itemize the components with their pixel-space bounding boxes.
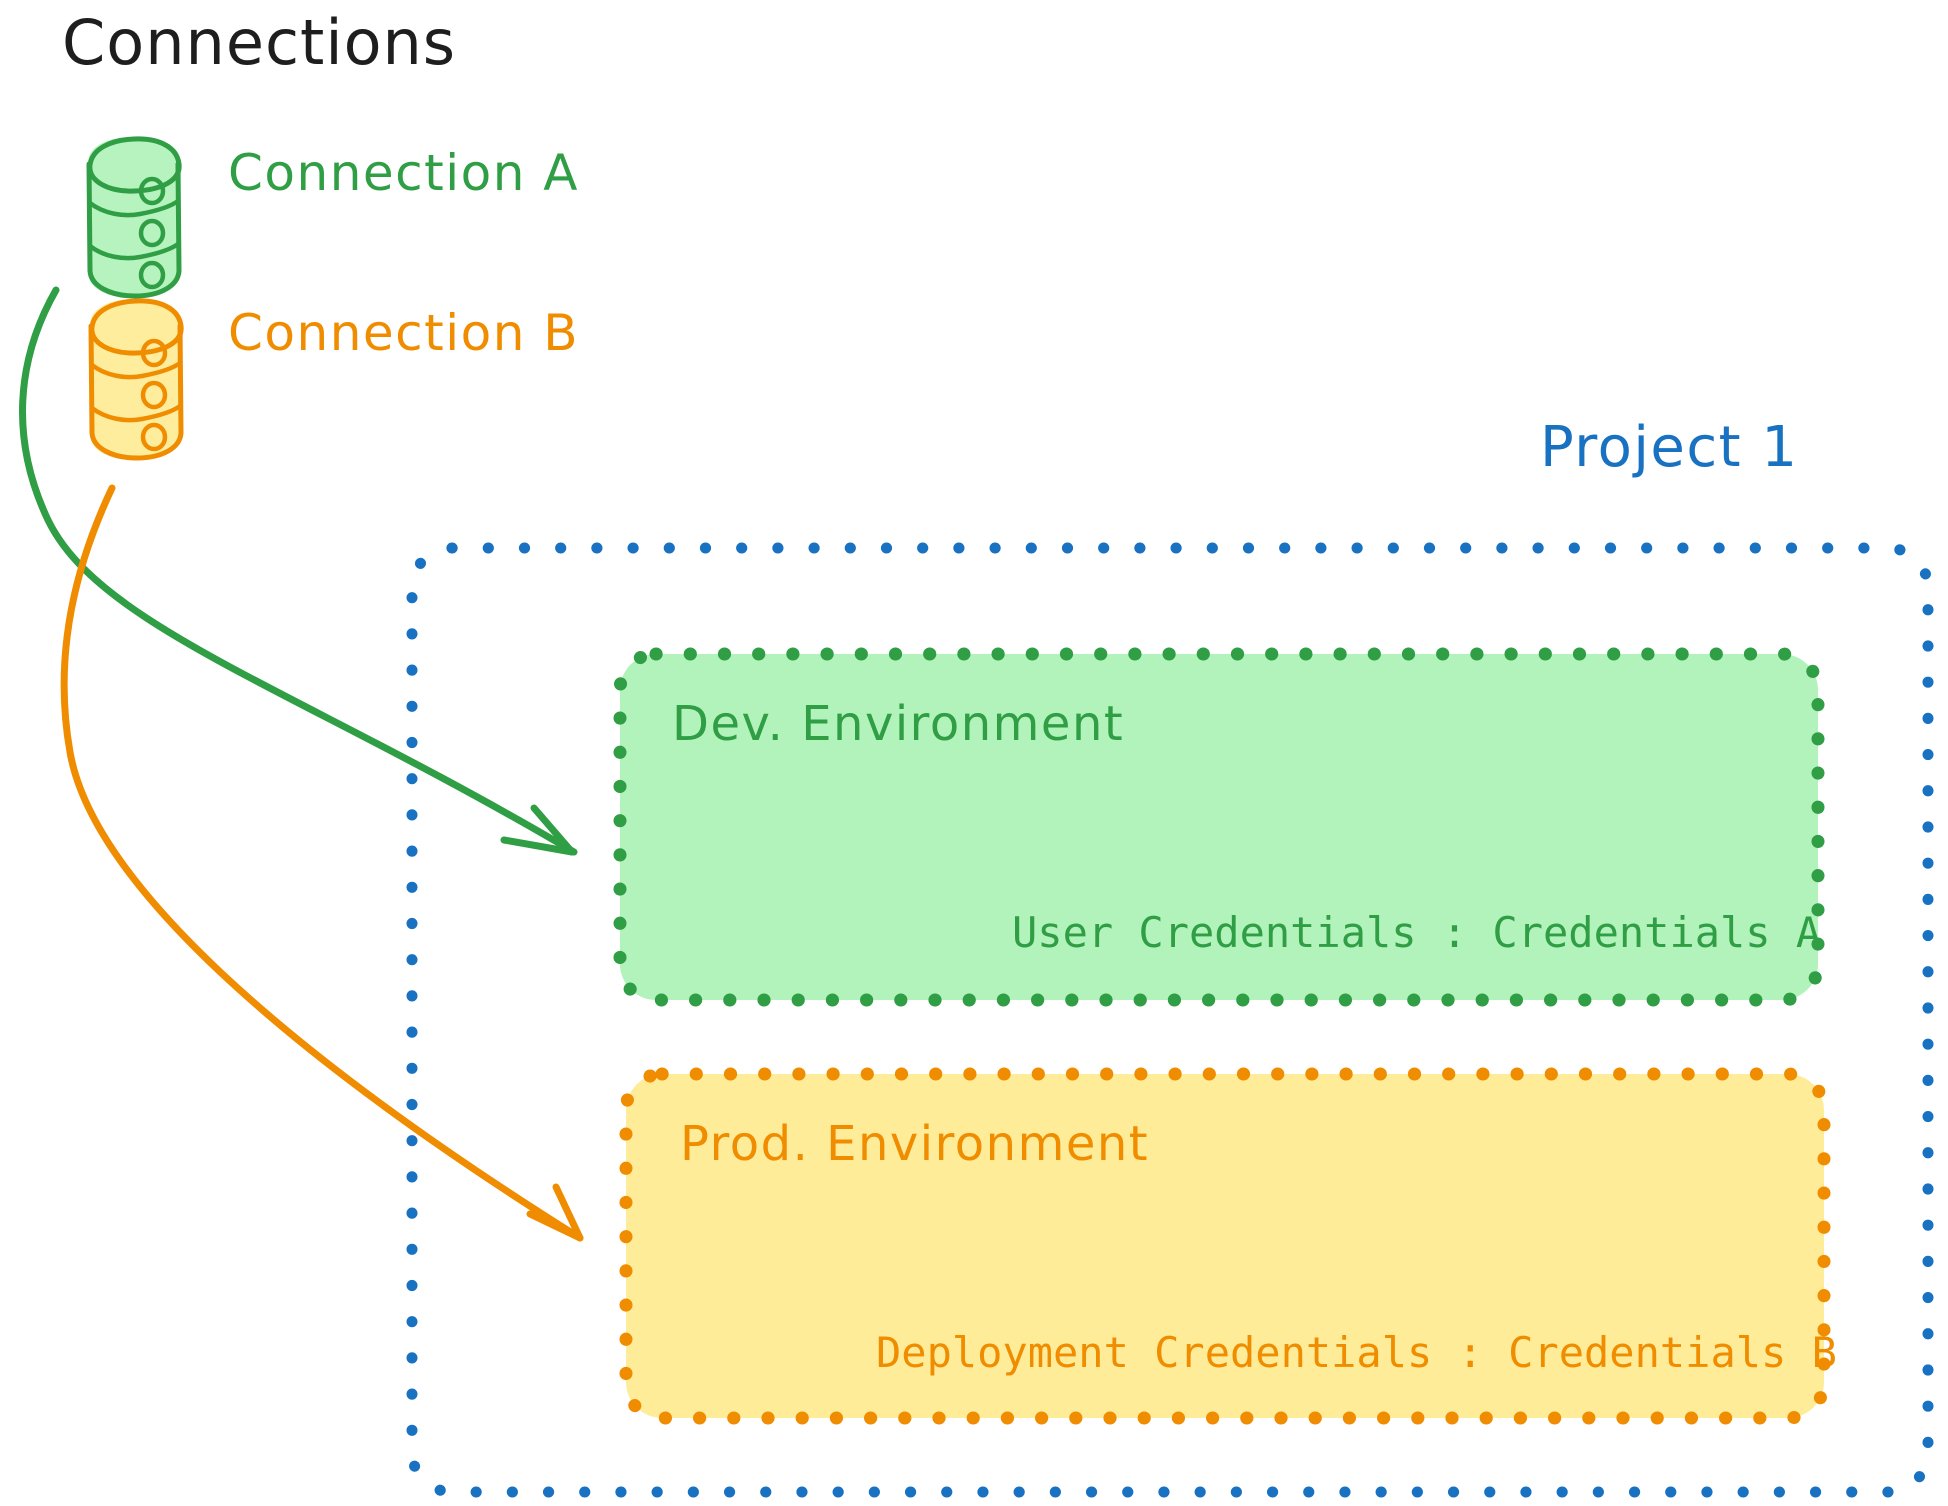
arrow-a-path bbox=[19, 286, 578, 856]
database-divider-2 bbox=[89, 403, 183, 423]
database-top-ellipse bbox=[87, 136, 182, 194]
page-title: Connections bbox=[62, 6, 457, 79]
database-indicator-1 bbox=[138, 176, 166, 206]
dev-environment-credentials: User Credentials : Credentials A bbox=[1012, 908, 1822, 957]
database-indicator-3 bbox=[140, 422, 168, 452]
database-divider-1 bbox=[89, 360, 183, 380]
database-indicator-2 bbox=[140, 380, 168, 410]
arrow-a-head-lower bbox=[530, 804, 576, 856]
database-body-fill bbox=[90, 299, 180, 460]
database-side-wall bbox=[88, 323, 184, 461]
arrow-connection-a-to-dev-environment[interactable] bbox=[19, 286, 578, 856]
dev-environment-title: Dev. Environment bbox=[672, 696, 1125, 752]
database-icon-connection-b[interactable] bbox=[88, 298, 184, 461]
database-indicator-2 bbox=[138, 218, 166, 248]
database-divider-1 bbox=[87, 198, 181, 218]
arrow-b-head-upper bbox=[526, 1210, 584, 1242]
database-icon-connection-a[interactable] bbox=[86, 136, 182, 299]
database-indicator-3 bbox=[138, 260, 166, 290]
prod-environment-title: Prod. Environment bbox=[680, 1116, 1150, 1172]
project-title: Project 1 bbox=[1540, 415, 1799, 480]
arrow-a-head-upper bbox=[500, 836, 576, 856]
arrow-b-path bbox=[60, 484, 584, 1242]
database-divider-2 bbox=[87, 241, 181, 261]
arrow-b-head-lower bbox=[552, 1183, 584, 1242]
database-top-ellipse bbox=[89, 298, 184, 356]
database-body-fill bbox=[88, 137, 178, 298]
database-indicator-1 bbox=[140, 338, 168, 368]
database-side-wall bbox=[86, 161, 182, 299]
arrow-connection-b-to-prod-environment[interactable] bbox=[60, 484, 584, 1242]
prod-environment-credentials: Deployment Credentials : Credentials B bbox=[876, 1328, 1837, 1377]
connection-a-label[interactable]: Connection A bbox=[228, 144, 580, 202]
connection-b-label[interactable]: Connection B bbox=[228, 304, 580, 362]
